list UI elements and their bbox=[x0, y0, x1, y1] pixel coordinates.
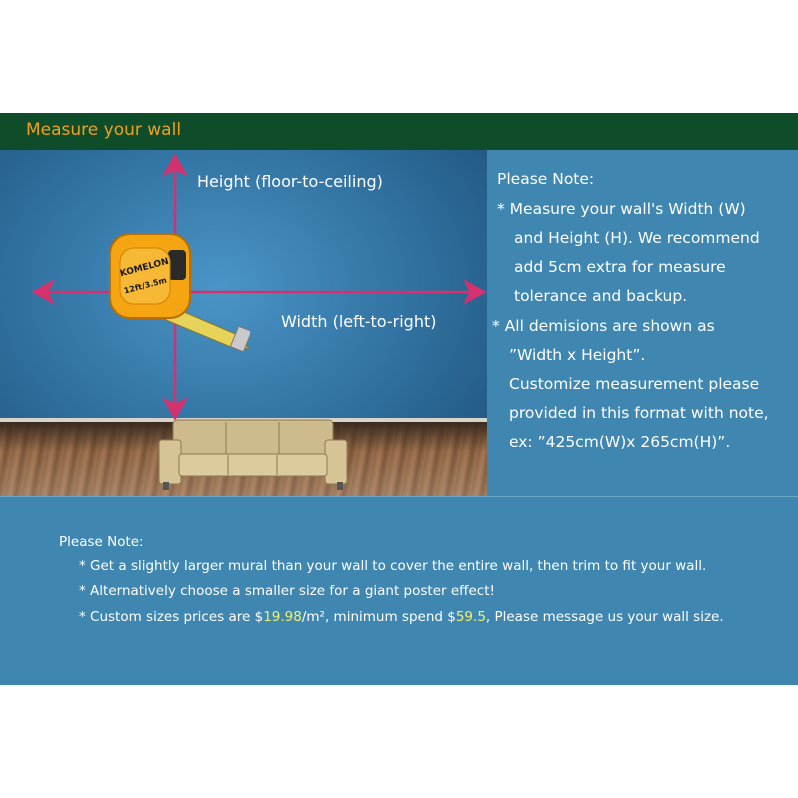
side-note-line: add 5cm extra for measure bbox=[514, 258, 726, 276]
side-note-line: * Measure your wall's Width (W) bbox=[497, 200, 746, 218]
side-note-line: * All demisions are shown as bbox=[492, 317, 715, 335]
width-label: Width (left-to-right) bbox=[281, 312, 437, 331]
side-note-line: and Height (H). We recommend bbox=[514, 229, 760, 247]
width-arrow-right bbox=[463, 278, 487, 306]
height-label: Height (floor-to-ceiling) bbox=[197, 172, 383, 191]
tape-measure-icon: KOMELON 12ft/3.5m bbox=[109, 233, 250, 353]
page-title: Measure your wall bbox=[26, 120, 182, 140]
side-note-line: ”Width x Height”. bbox=[509, 346, 646, 364]
side-note-line: tolerance and backup. bbox=[514, 287, 688, 305]
side-note-panel: Please Note: * Measure your wall's Width… bbox=[487, 150, 798, 496]
bottom-note-line: * Alternatively choose a smaller size fo… bbox=[79, 583, 495, 599]
min-spend-value: 59.5 bbox=[455, 609, 486, 625]
bottom-note-panel: Please Note: * Get a slightly larger mur… bbox=[0, 496, 798, 685]
side-note-line: Customize measurement please bbox=[509, 375, 760, 393]
bottom-note-price-line: * Custom sizes prices are $19.98/m², min… bbox=[79, 609, 724, 625]
side-note-line: provided in this format with note, bbox=[509, 404, 769, 422]
width-arrow-left bbox=[31, 278, 55, 306]
side-note-line: ex: ”425cm(W)x 265cm(H)”. bbox=[509, 433, 731, 451]
price-value: 19.98 bbox=[263, 609, 302, 625]
wall-illustration: KOMELON 12ft/3.5m Height (floor-to-ceili… bbox=[0, 150, 487, 496]
sofa-image bbox=[158, 419, 348, 490]
header-bar: Measure your wall bbox=[0, 113, 798, 150]
bottom-note-heading: Please Note: bbox=[59, 534, 144, 550]
height-arrow-top bbox=[161, 153, 189, 177]
side-note-heading: Please Note: bbox=[497, 170, 595, 188]
bottom-note-line: * Get a slightly larger mural than your … bbox=[79, 558, 707, 574]
height-arrow-bottom bbox=[161, 397, 189, 421]
